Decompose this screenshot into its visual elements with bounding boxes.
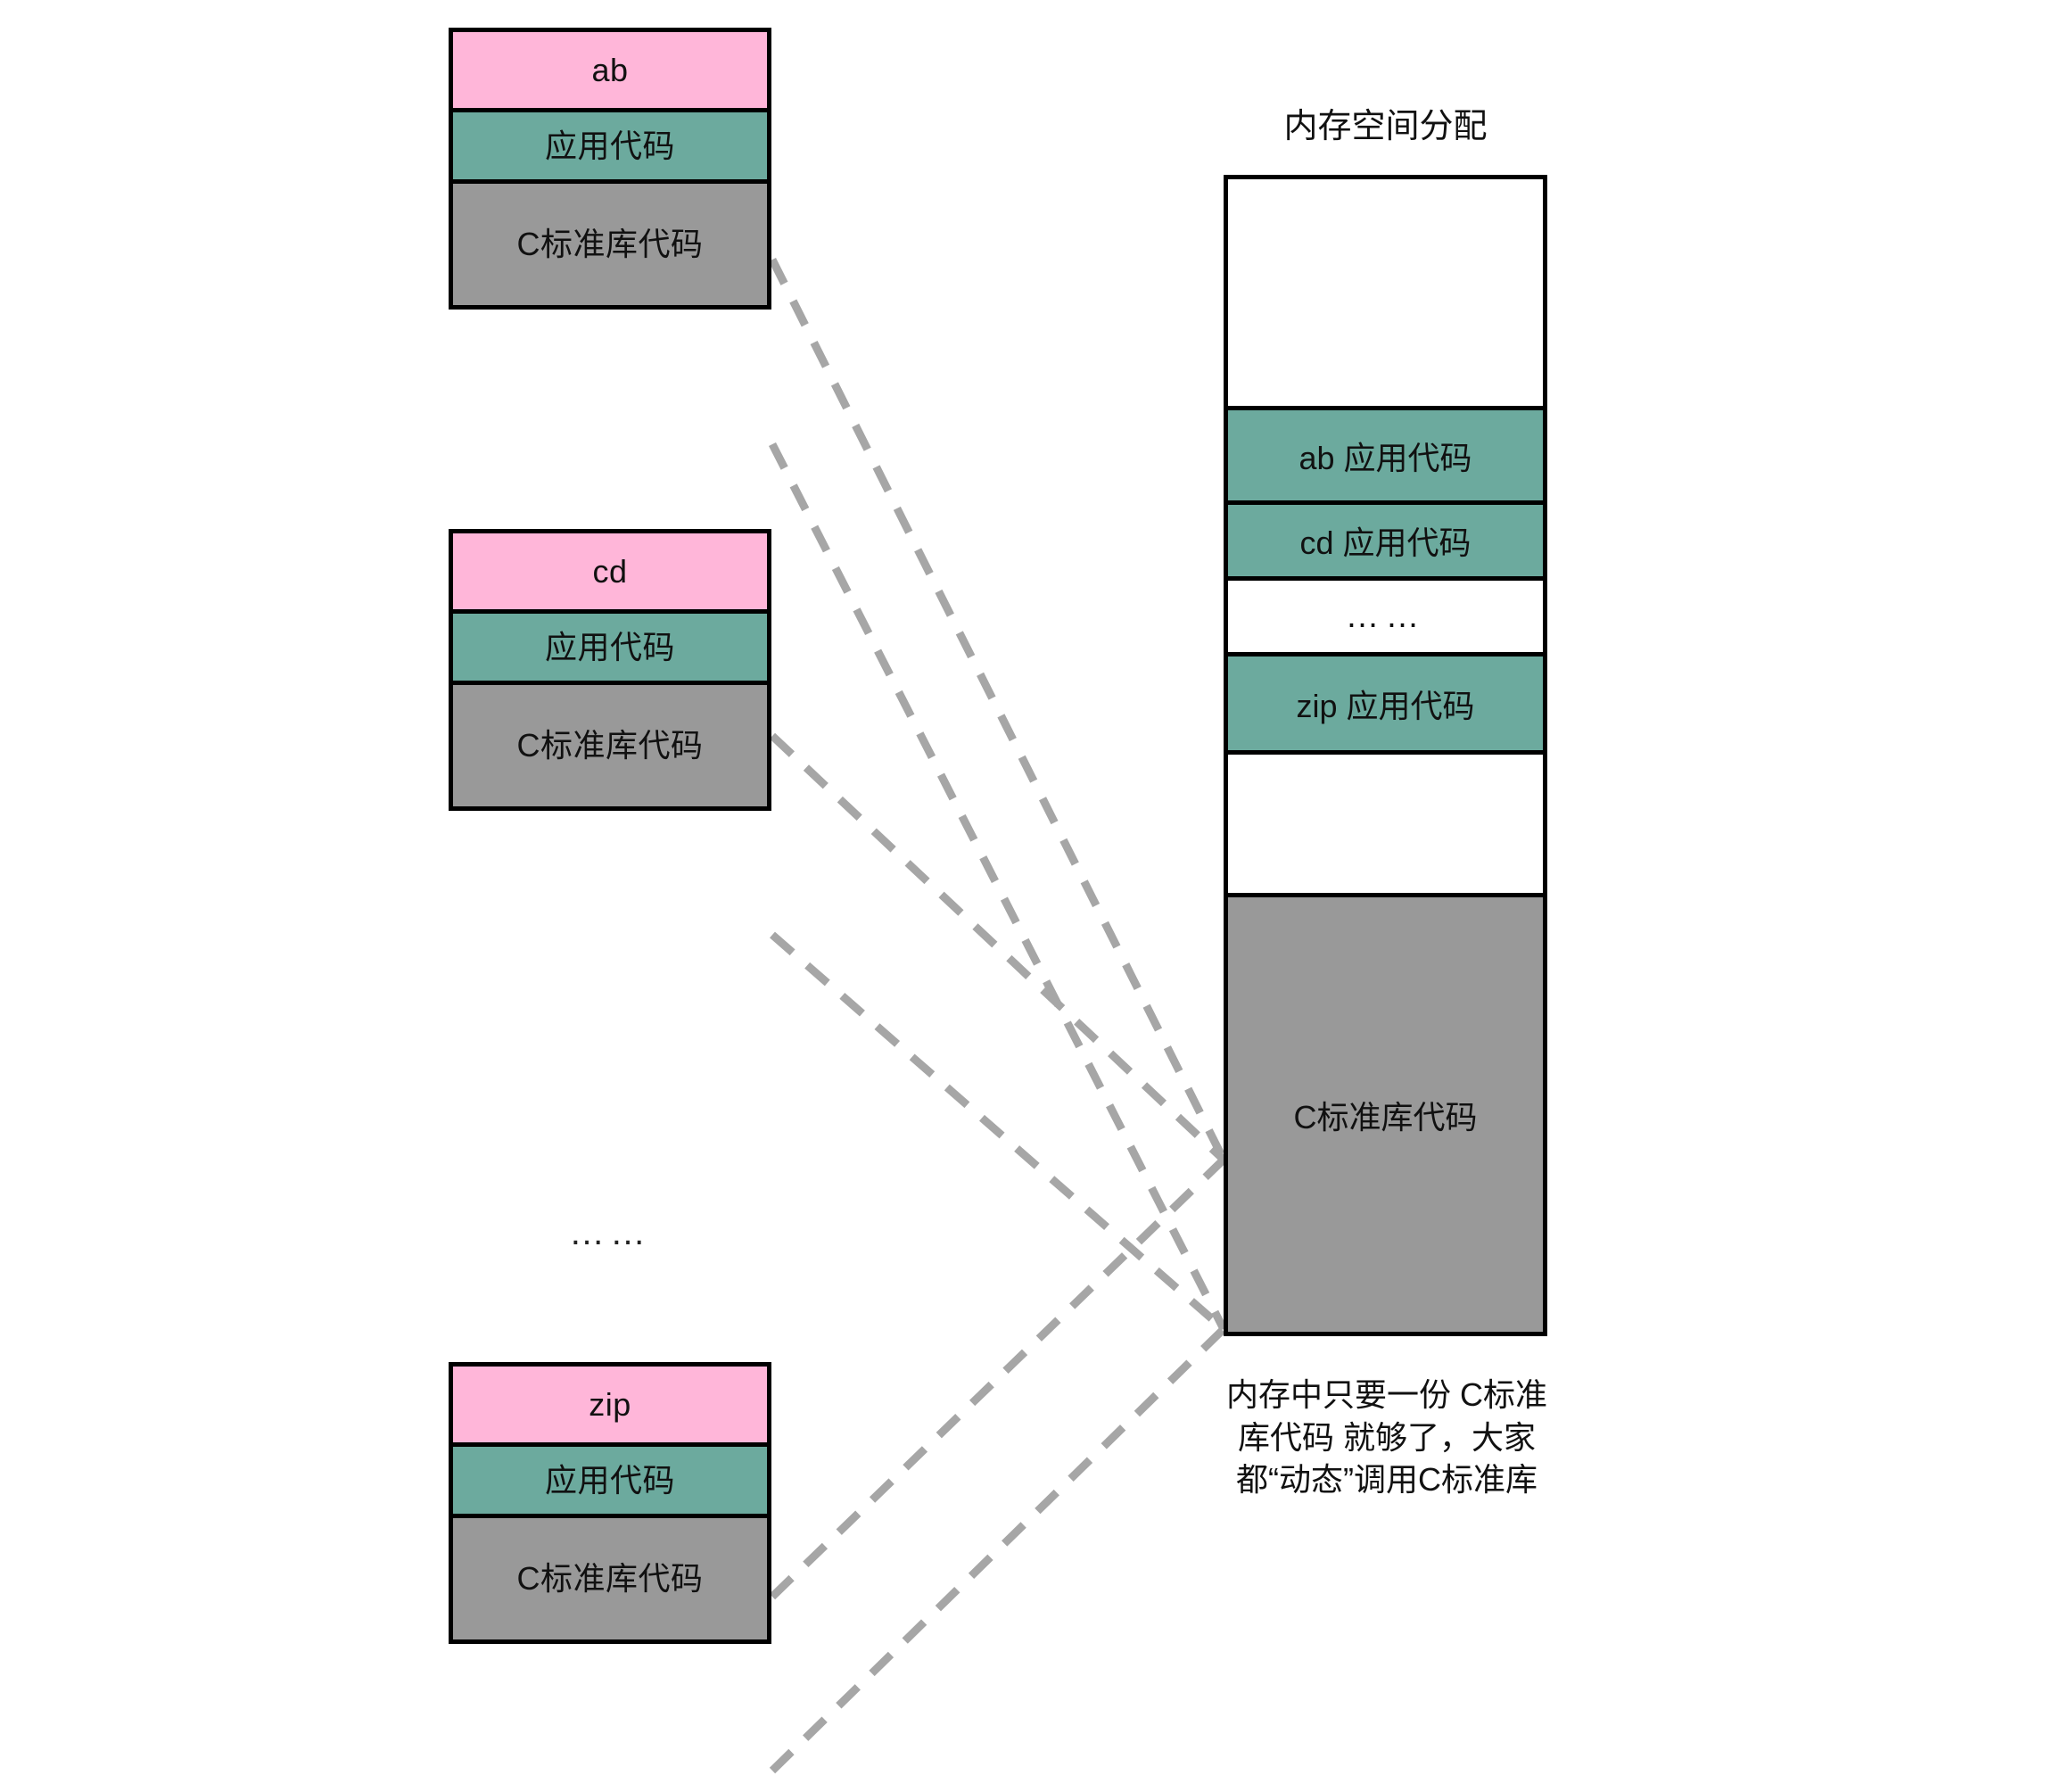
memory-segment-ab-code: ab 应用代码 xyxy=(1228,406,1543,505)
program-app-code-segment-zip: 应用代码 xyxy=(453,1447,767,1518)
program-name-label-cd: cd xyxy=(453,533,767,614)
program-card-ab[interactable]: ab 应用代码 C标准库代码 xyxy=(449,28,771,310)
memory-segment-shared-libc: C标准库代码 xyxy=(1228,893,1543,1332)
connector-ab-bottom xyxy=(768,442,1228,1332)
connector-ab-top xyxy=(768,257,1228,1162)
program-card-cd[interactable]: cd 应用代码 C标准库代码 xyxy=(449,529,771,811)
program-libc-segment-zip: C标准库代码 xyxy=(453,1518,767,1639)
program-name-label-zip: zip xyxy=(453,1367,767,1447)
memory-caption-line-1: 内存中只要一份 C标准 xyxy=(1225,1376,1547,1413)
program-app-code-segment-ab: 应用代码 xyxy=(453,112,767,184)
program-card-zip[interactable]: zip 应用代码 C标准库代码 xyxy=(449,1362,771,1644)
program-app-code-segment-cd: 应用代码 xyxy=(453,614,767,685)
memory-segment-free-mid xyxy=(1228,755,1543,893)
connector-zip-top xyxy=(769,1156,1227,1600)
memory-space-block[interactable]: ab 应用代码 cd 应用代码 …… zip 应用代码 C标准库代码 xyxy=(1224,175,1547,1336)
memory-segment-zip-code: zip 应用代码 xyxy=(1228,657,1543,755)
memory-caption-line-2: 库代码 就够了，大家 xyxy=(1237,1418,1536,1456)
program-libc-segment-cd: C标准库代码 xyxy=(453,685,767,806)
memory-allocation-title: 内存空间分配 xyxy=(1283,108,1488,145)
program-libc-segment-ab: C标准库代码 xyxy=(453,184,767,305)
memory-segment-cd-code: cd 应用代码 xyxy=(1228,505,1543,581)
program-list-ellipsis: …… xyxy=(569,1213,651,1252)
connector-cd-top xyxy=(769,732,1227,1163)
memory-caption-line-3: 都“动态”调用C标准库 xyxy=(1236,1461,1538,1499)
program-name-label-ab: ab xyxy=(453,32,767,112)
connector-zip-bottom xyxy=(769,1325,1227,1774)
connector-cd-bottom xyxy=(770,931,1226,1333)
memory-caption: 内存中只要一份 C标准 库代码 就够了，大家 都“动态”调用C标准库 xyxy=(1200,1374,1574,1501)
memory-segment-free-top xyxy=(1228,179,1543,406)
memory-segment-ellipsis: …… xyxy=(1228,581,1543,657)
